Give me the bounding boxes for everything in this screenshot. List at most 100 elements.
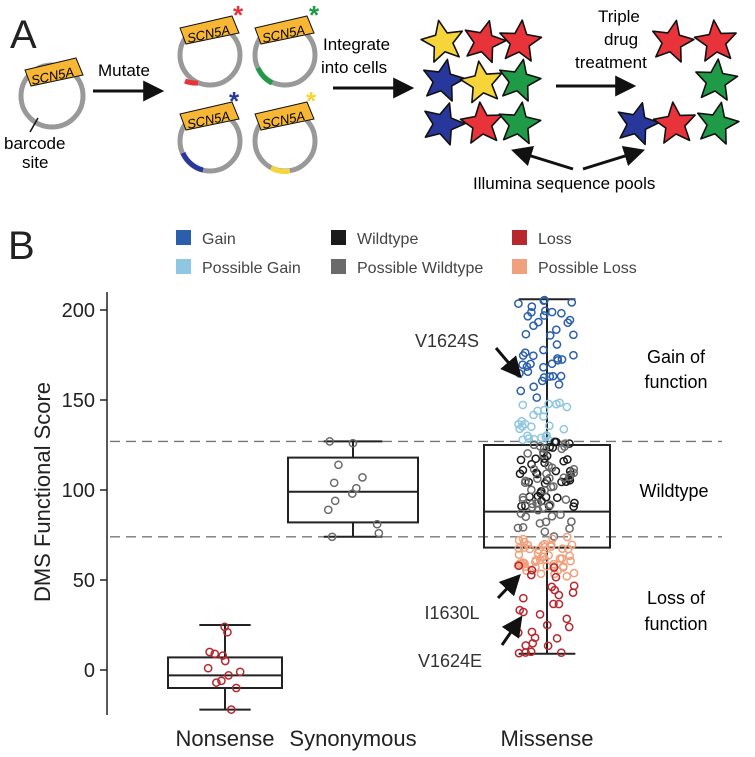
data-point — [552, 399, 561, 409]
annotation-arrow-v1624e — [500, 615, 523, 646]
data-point — [562, 614, 572, 624]
data-point — [556, 510, 565, 520]
data-point — [544, 421, 554, 431]
sequence-pools-label: Illumina sequence pools — [473, 174, 655, 193]
data-point — [521, 641, 531, 650]
cell-star-icon — [695, 58, 739, 101]
data-point — [516, 455, 526, 465]
data-point — [545, 331, 555, 340]
data-point — [528, 499, 537, 509]
data-point — [513, 628, 523, 638]
data-point — [515, 424, 525, 434]
data-point — [533, 474, 542, 484]
data-point — [539, 345, 548, 355]
data-point — [548, 534, 557, 544]
region-label-loss-2: function — [644, 614, 707, 634]
data-point — [541, 432, 551, 442]
pool-arrow-left — [510, 145, 574, 171]
region-label-gain-2: function — [644, 372, 707, 392]
data-point — [556, 371, 566, 381]
data-point — [527, 502, 537, 512]
cell-star-icon — [459, 101, 503, 144]
y-axis-label: DMS Functional Score — [30, 382, 55, 602]
panel-a: A SCN5A barcode site Mutate SCN5A * SCN5… — [4, 0, 740, 193]
data-point — [516, 386, 526, 396]
data-point — [548, 443, 558, 452]
data-point — [527, 459, 536, 469]
data-point — [540, 454, 549, 463]
data-point — [565, 524, 574, 533]
data-point — [210, 649, 220, 659]
legend-label-loss: Loss — [538, 231, 572, 248]
data-point — [565, 315, 575, 325]
data-point — [531, 454, 541, 464]
barcode-label-2: site — [22, 153, 48, 172]
annotation-arrow-v1624s — [494, 347, 522, 379]
data-point — [514, 299, 523, 308]
data-point — [569, 568, 579, 578]
data-point — [528, 638, 538, 648]
data-point — [547, 582, 557, 592]
step-mutate-label: Mutate — [98, 61, 150, 80]
data-point — [529, 440, 539, 450]
cell-star-icon — [464, 19, 507, 64]
data-point — [555, 554, 565, 563]
data-point — [526, 359, 535, 369]
mutant-plasmids: SCN5A * SCN5A * SCN5A * SCN5A * — [177, 0, 320, 174]
data-point — [549, 563, 559, 572]
data-point — [523, 540, 533, 550]
cell-star-icon — [499, 19, 543, 62]
data-point — [514, 550, 524, 559]
data-point — [224, 671, 233, 680]
data-point — [568, 588, 578, 597]
data-point — [544, 461, 553, 471]
box — [167, 656, 283, 690]
data-point — [558, 544, 567, 553]
pool-arrow-right — [582, 145, 646, 171]
data-point — [351, 483, 361, 493]
data-point — [518, 400, 528, 410]
data-point — [226, 705, 236, 714]
cell-star-icon — [693, 19, 737, 62]
data-point — [564, 622, 574, 632]
data-point — [523, 449, 533, 458]
data-point — [546, 482, 556, 492]
data-point — [551, 572, 561, 582]
data-point — [518, 495, 528, 505]
legend-swatch-possible-loss — [512, 259, 527, 274]
data-point — [552, 340, 562, 349]
data-point — [539, 362, 548, 372]
data-point — [549, 599, 558, 609]
data-point — [520, 348, 530, 358]
data-point — [533, 548, 543, 558]
data-point — [567, 517, 576, 526]
data-point — [539, 450, 548, 459]
mutation-star-icon: * — [229, 86, 240, 116]
data-point — [552, 493, 562, 503]
data-point — [519, 559, 529, 568]
data-point — [529, 321, 538, 331]
cell-star-icon — [420, 19, 463, 63]
data-point — [542, 469, 551, 479]
step-drug-label-2: drug — [604, 30, 638, 49]
data-point — [563, 455, 572, 464]
cell-grid — [420, 19, 740, 146]
data-point — [559, 424, 569, 434]
data-point — [524, 434, 534, 443]
y-tick-label: 150 — [62, 390, 95, 412]
region-label-loss-1: Loss of — [647, 588, 706, 608]
y-tick-label: 100 — [62, 480, 95, 502]
mutation-star-icon: * — [306, 86, 317, 116]
data-point — [329, 478, 339, 488]
data-point — [545, 372, 555, 381]
data-point — [518, 493, 528, 502]
data-point — [330, 496, 340, 506]
data-point — [561, 495, 571, 504]
legend-swatch-loss — [512, 230, 527, 245]
data-point — [520, 478, 530, 488]
legend-label-possible-wildtype: Possible Wildtype — [357, 260, 483, 277]
panel-a-label: A — [10, 13, 37, 57]
y-tick-label: 0 — [84, 660, 95, 682]
